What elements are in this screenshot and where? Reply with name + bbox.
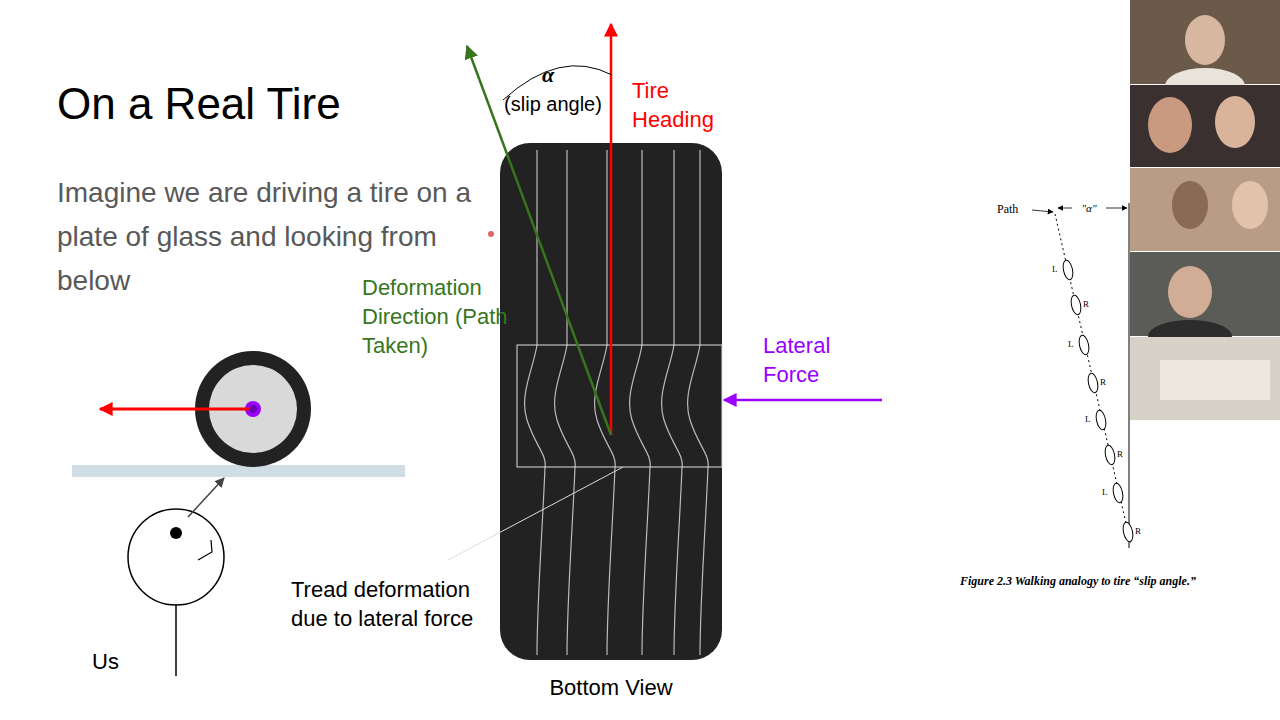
video-person [1172,181,1208,229]
observer-mouth [198,540,212,560]
tread-line [525,150,546,655]
deformation-label: Deformation Direction (Path Taken) [362,273,534,360]
foot-label: L [1052,264,1062,275]
footprint [1078,334,1091,355]
footprint [1062,259,1075,280]
observer-body [175,605,177,676]
video-tile [1130,168,1280,251]
video-person [1185,15,1225,65]
angle-name: (slip angle) [483,91,623,117]
tread-line [630,150,651,655]
footprint [1087,372,1100,393]
view-arrow [188,478,224,517]
footprint [1104,444,1117,465]
foot-label: R [1083,299,1093,310]
path-line [1055,214,1131,545]
angle-label: "α" [1072,201,1106,215]
foot-label: L [1102,487,1112,498]
tread-line [555,150,576,655]
tread-line [595,150,616,655]
video-person [1215,96,1255,148]
foot-label: R [1117,449,1127,460]
video-person [1168,266,1212,318]
footprint [1112,482,1125,503]
angle-pointer [1058,208,1072,209]
observer-label: Us [92,648,152,676]
leader-line [448,467,623,560]
footprint [1095,409,1108,430]
video-tile [1130,337,1280,420]
foot-label: R [1135,526,1145,537]
footprint [1122,521,1135,542]
observer-head [128,509,224,605]
foot-label: L [1068,339,1078,350]
tread-line [688,150,709,655]
lateral-force-arrow [724,399,882,402]
heading-label: Tire Heading [632,76,732,134]
footprint [1070,294,1083,315]
heading-line [1129,203,1130,548]
path-label: Path [997,202,1037,216]
angle-pointer [1106,208,1127,209]
heading-arrow [100,408,250,411]
tread-line [662,150,683,655]
tread-note: Tread deformation due to lateral force [291,575,503,633]
observer-eye [170,527,182,539]
glass-plate [72,465,405,477]
video-person [1148,97,1192,153]
path-pointer [1032,210,1053,212]
tire-heading-arrow [610,24,613,435]
tire-bottom: Bottom View [500,143,722,660]
video-wall [1160,360,1270,400]
angle-symbol: α [528,61,568,89]
view-caption: Bottom View [500,674,722,702]
force-label: Lateral Force [763,331,863,389]
foot-label: R [1100,377,1110,388]
pointer-dot [488,231,494,237]
video-tile [1130,85,1280,167]
contact-patch [517,345,722,467]
video-person [1232,181,1268,229]
foot-label: L [1085,414,1095,425]
hub-center [249,405,257,413]
figure-caption: Figure 2.3 Walking analogy to tire “slip… [960,574,1278,589]
